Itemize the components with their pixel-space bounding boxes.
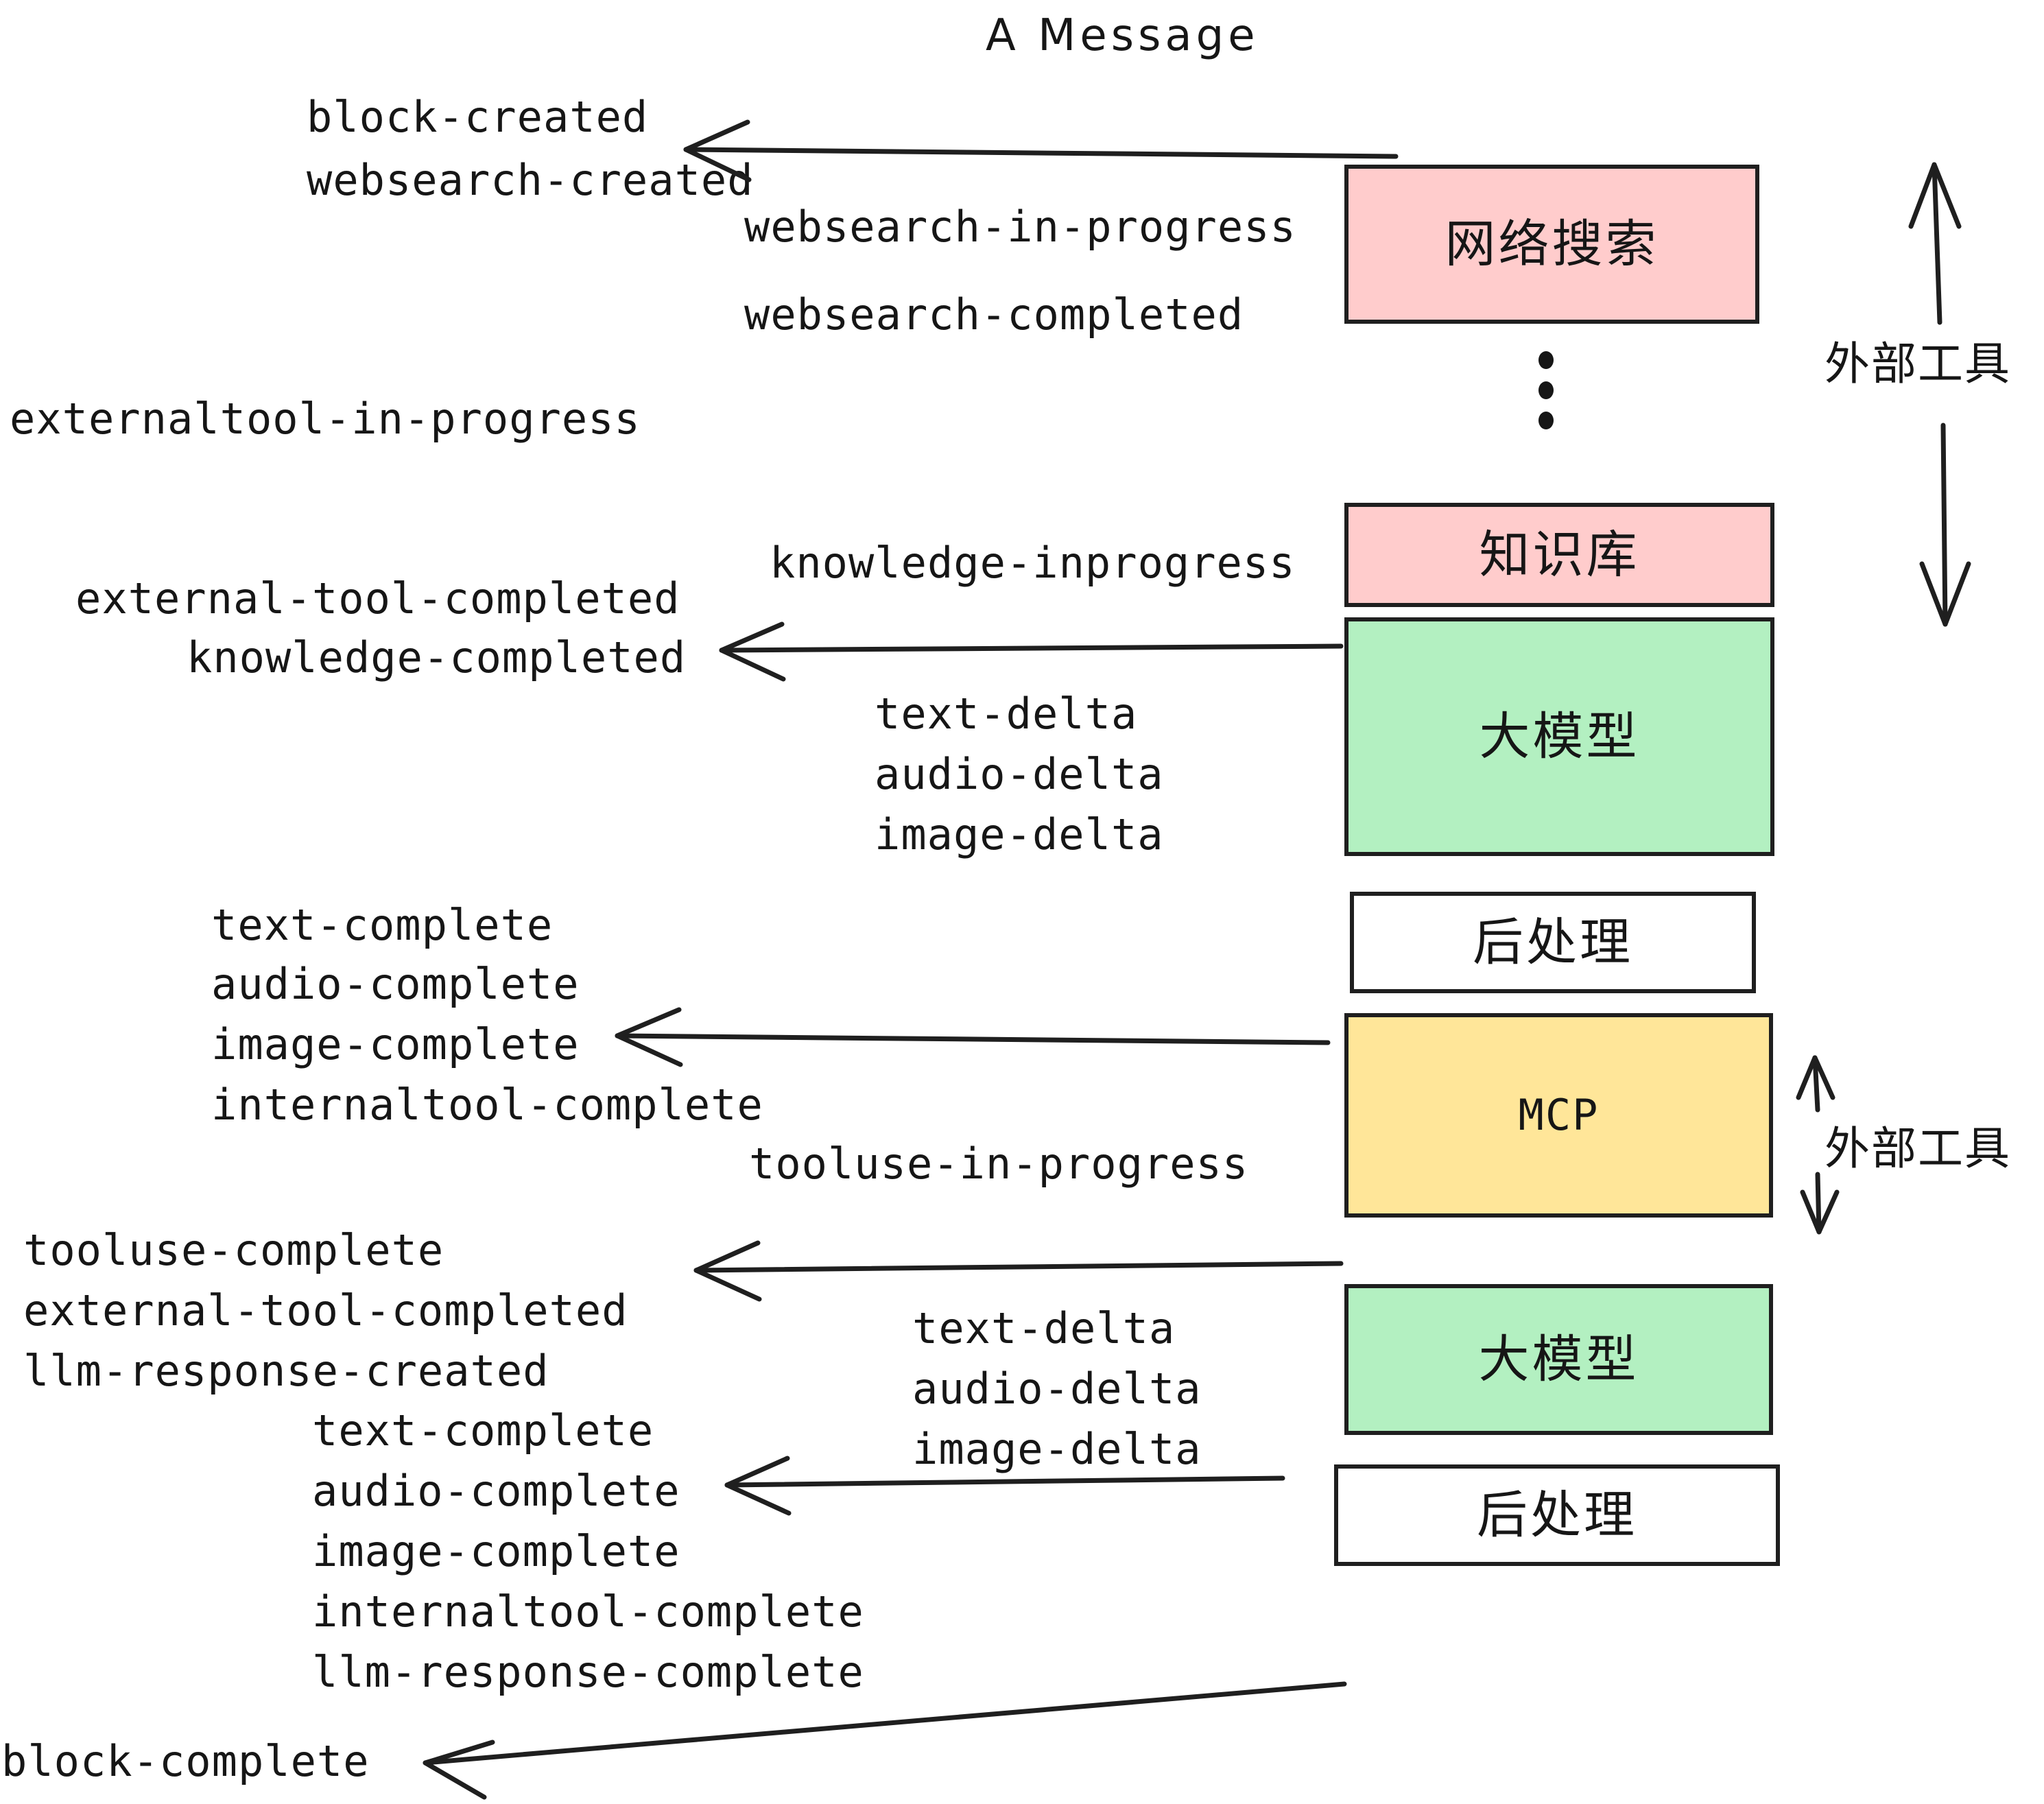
node-postprocess-1[interactable]: 后处理 — [1350, 892, 1756, 993]
event-label-knowledge-completed: knowledge-completed — [187, 632, 687, 683]
event-label-llm-response-complete: llm-response-complete — [312, 1647, 864, 1697]
event-label-image-delta-2: image-delta — [912, 1424, 1202, 1474]
event-label-block-complete: block-complete — [1, 1736, 370, 1786]
event-label-block-created: block-created — [307, 92, 649, 142]
event-label-text-delta-1: text-delta — [875, 689, 1138, 739]
event-label-text-delta-2: text-delta — [912, 1303, 1176, 1353]
node-llm-1[interactable]: 大模型 — [1344, 617, 1774, 856]
arrow-websearch-to-block-created — [683, 119, 1399, 182]
event-label-image-delta-1: image-delta — [875, 809, 1164, 859]
event-label-audio-complete-2: audio-complete — [312, 1466, 680, 1516]
event-label-external-tool-completed-2: external-tool-completed — [23, 1285, 628, 1336]
bracket-arrow-up-top — [1908, 162, 1962, 325]
node-llm-2[interactable]: 大模型 — [1344, 1284, 1773, 1435]
page-title: A Message — [986, 10, 1259, 61]
event-label-websearch-completed: websearch-completed — [744, 289, 1244, 340]
event-label-tooluse-in-progress: tooluse-in-progress — [749, 1139, 1249, 1189]
arrow-mcp-to-tooluse-complete — [693, 1240, 1344, 1302]
event-label-websearch-created: websearch-created — [307, 155, 754, 205]
node-knowledge[interactable]: 知识库 — [1344, 503, 1774, 607]
event-label-audio-delta-1: audio-delta — [875, 749, 1164, 799]
event-label-image-complete-2: image-complete — [312, 1526, 680, 1576]
side-label-external-tool-bottom: 外部工具 — [1825, 1122, 2011, 1175]
node-postprocess-2[interactable]: 后处理 — [1334, 1464, 1780, 1566]
node-mcp-label: MCP — [1518, 1090, 1600, 1140]
event-label-audio-delta-2: audio-delta — [912, 1364, 1202, 1414]
event-label-knowledge-inprogress: knowledge-inprogress — [770, 538, 1296, 588]
event-label-external-tool-completed-1: external-tool-completed — [75, 573, 680, 624]
event-label-text-complete-2: text-complete — [312, 1405, 654, 1456]
arrow-postprocess-2-to-block-complete — [423, 1681, 1347, 1800]
bracket-arrow-down-bottom — [1800, 1172, 1840, 1235]
event-label-internaltool-complete-1: internaltool-complete — [211, 1080, 763, 1130]
bracket-arrow-up-bottom — [1796, 1055, 1835, 1113]
node-mcp[interactable]: MCP — [1344, 1013, 1773, 1218]
node-knowledge-label: 知识库 — [1479, 525, 1640, 584]
ellipsis-dot-2 — [1538, 381, 1554, 399]
event-label-image-complete-1: image-complete — [211, 1019, 580, 1069]
side-label-external-tool-top: 外部工具 — [1825, 337, 2011, 390]
node-llm-2-label: 大模型 — [1478, 1330, 1639, 1389]
node-websearch-label: 网络搜索 — [1445, 215, 1659, 274]
event-label-internaltool-complete-2: internaltool-complete — [312, 1587, 864, 1637]
node-websearch[interactable]: 网络搜索 — [1344, 165, 1759, 324]
ellipsis-dot-1 — [1538, 351, 1554, 369]
node-postprocess-2-label: 后处理 — [1477, 1486, 1637, 1545]
node-llm-1-label: 大模型 — [1479, 707, 1640, 766]
node-postprocess-1-label: 后处理 — [1473, 913, 1633, 972]
event-label-externaltool-in-progress: externaltool-in-progress — [10, 394, 641, 444]
ellipsis-dot-3 — [1538, 412, 1554, 429]
arrow-knowledge-to-knowledge-completed — [719, 621, 1344, 682]
event-label-audio-complete-1: audio-complete — [211, 959, 580, 1009]
arrow-postprocess-1-to-image-complete — [615, 1007, 1331, 1067]
event-label-tooluse-complete: tooluse-complete — [23, 1225, 444, 1275]
event-label-text-complete-1: text-complete — [211, 900, 554, 950]
event-label-llm-response-created: llm-response-created — [23, 1346, 549, 1396]
event-label-websearch-in-progress: websearch-in-progress — [744, 202, 1296, 252]
bracket-arrow-down-top — [1919, 423, 1971, 627]
